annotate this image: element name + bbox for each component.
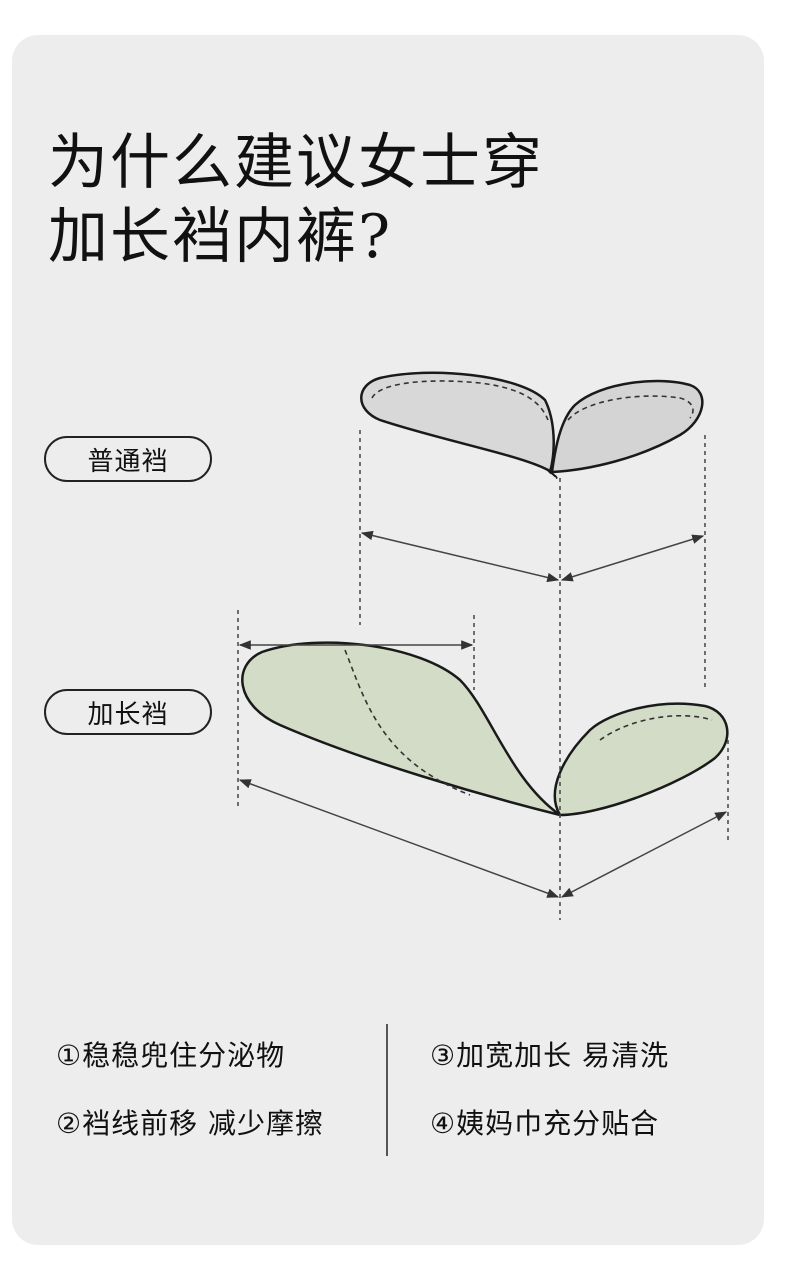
normal-gusset-label: 普通裆	[44, 436, 212, 482]
long-gusset-label-text: 加长裆	[87, 699, 169, 730]
benefit-item-4: ④姨妈巾充分贴合	[430, 1107, 660, 1140]
benefits-list: ①稳稳兜住分泌物 ②裆线前移 减少摩擦 ③加宽加长 易清洗 ④姨妈巾充分贴合	[0, 1024, 790, 1164]
benefits-divider	[386, 1024, 388, 1156]
benefit-item-2: ②裆线前移 减少摩擦	[56, 1107, 325, 1140]
normal-gusset-illustration	[360, 371, 704, 479]
benefit-item-3: ③加宽加长 易清洗	[430, 1039, 670, 1072]
title-line-2: 加长裆内裤?	[48, 202, 393, 272]
long-measurement-guides	[237, 610, 729, 898]
normal-gusset-label-text: 普通裆	[87, 446, 169, 477]
page-title: 为什么建议女士穿 加长裆内裤?	[48, 126, 544, 274]
benefit-item-1: ①稳稳兜住分泌物	[56, 1039, 286, 1072]
title-line-1: 为什么建议女士穿	[48, 128, 544, 198]
normal-measurement-guides	[359, 430, 706, 920]
long-gusset-illustration	[241, 641, 729, 817]
content-card	[12, 35, 764, 1245]
long-gusset-label: 加长裆	[44, 689, 212, 735]
